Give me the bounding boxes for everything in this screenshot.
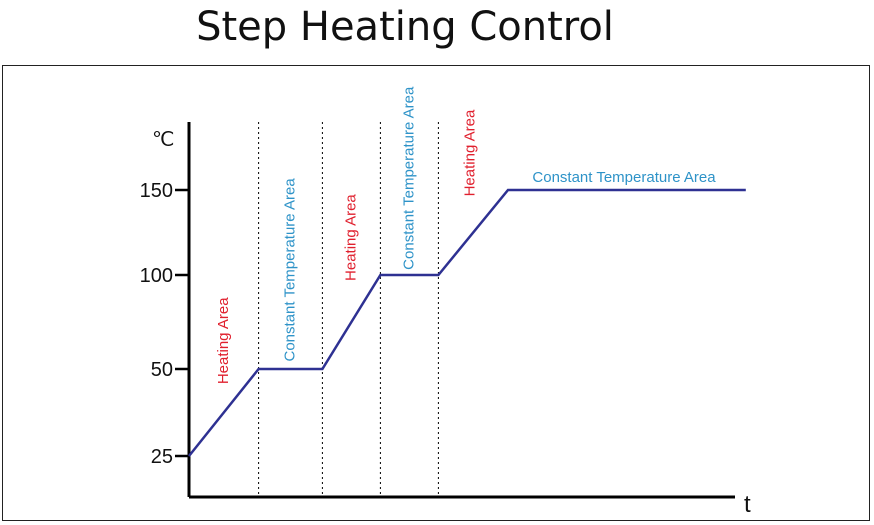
region-label-5: Heating Area xyxy=(461,109,478,196)
page-title: Step Heating Control xyxy=(196,4,614,50)
region-label-4: Constant Temperature Area xyxy=(400,86,417,270)
chart-frame xyxy=(2,65,870,521)
y-tick-label-100: 100 xyxy=(140,265,173,287)
region-label-2: Constant Temperature Area xyxy=(281,178,298,362)
region-label-1: Heating Area xyxy=(215,297,232,384)
region-label-3: Heating Area xyxy=(342,194,359,281)
y-tick-label-150: 150 xyxy=(140,180,173,202)
y-axis-unit-label: ℃ xyxy=(152,129,174,151)
region-label-6: Constant Temperature Area xyxy=(532,169,716,186)
x-axis-label: t xyxy=(744,491,751,518)
y-tick-label-50: 50 xyxy=(151,359,173,381)
y-tick-label-25: 25 xyxy=(151,446,173,468)
temperature-series-line xyxy=(188,188,746,457)
